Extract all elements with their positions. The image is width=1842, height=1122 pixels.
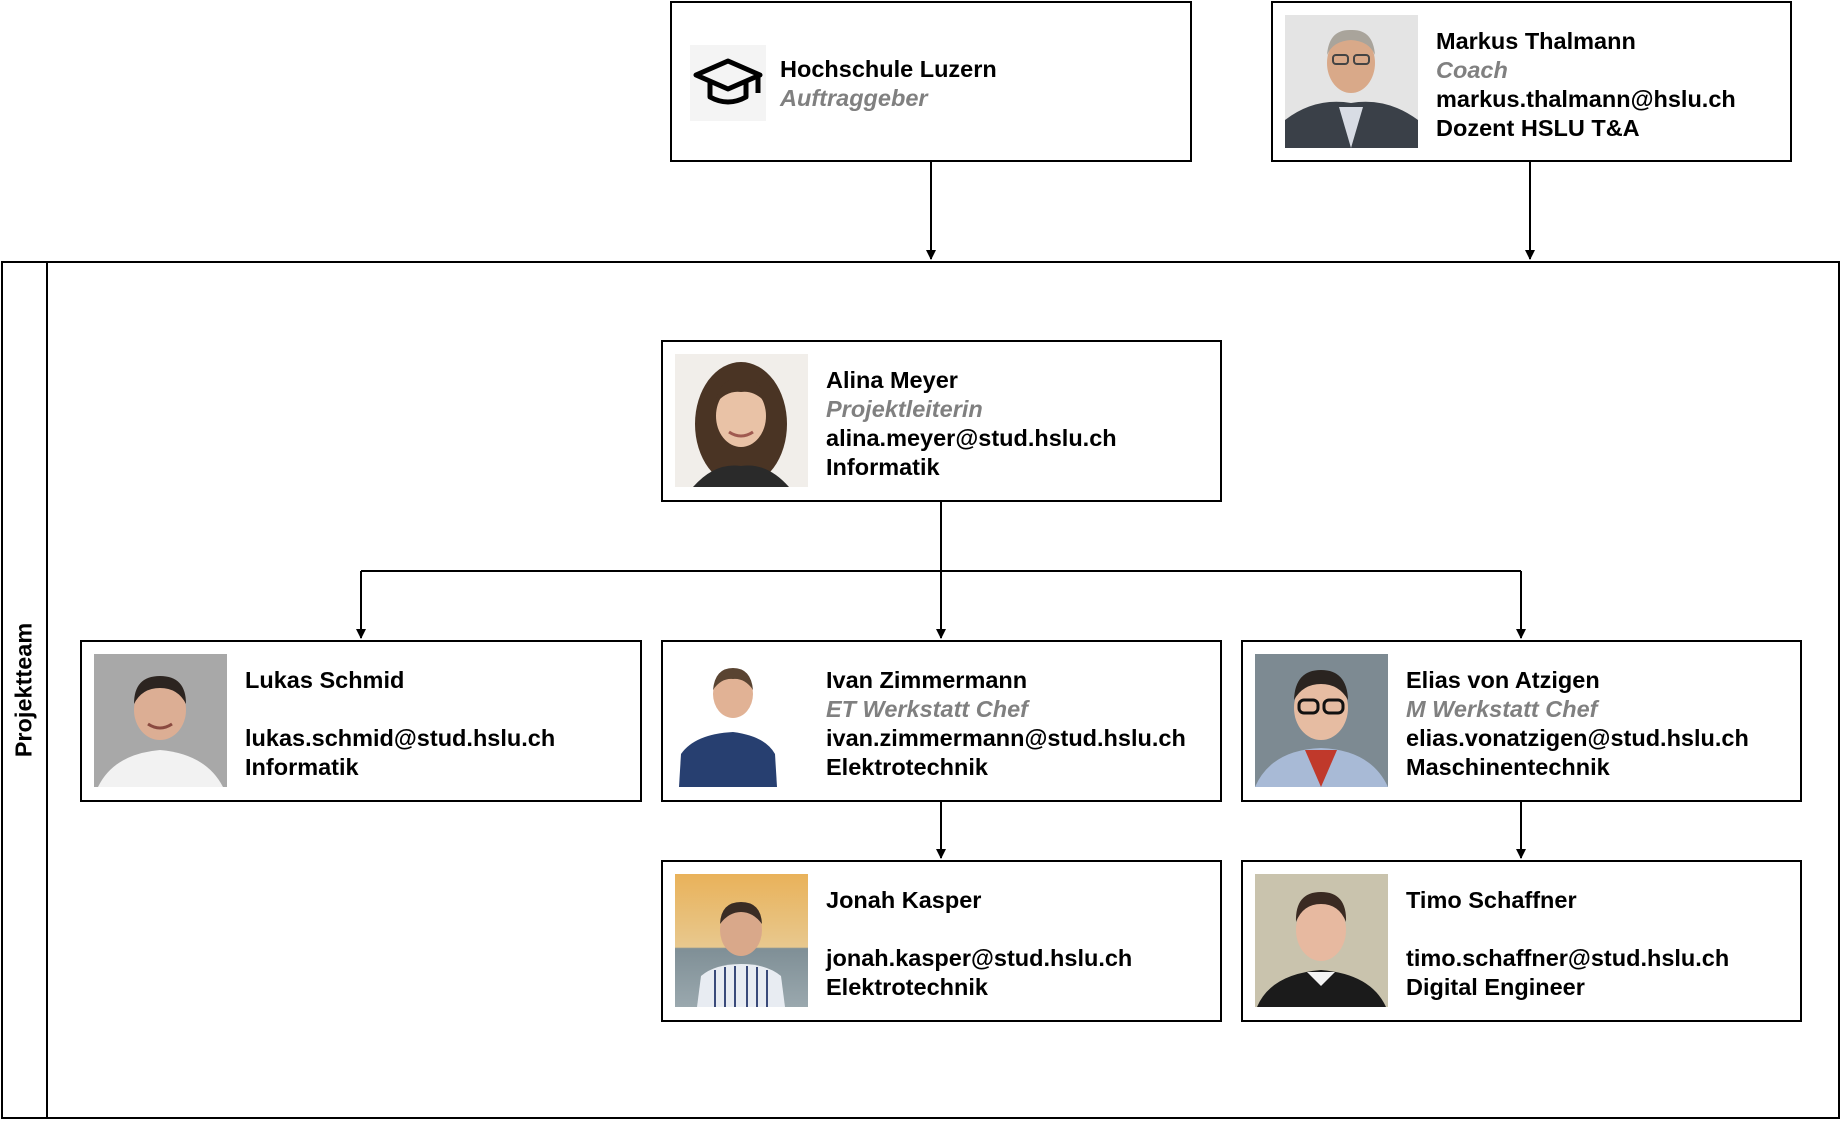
member-card-jonah-kasper: Jonah Kasper jonah.kasper@stud.hslu.ch E…: [661, 860, 1222, 1022]
member-department: Informatik: [245, 754, 359, 780]
project-team-label: Projektteam: [10, 622, 37, 758]
coach-email: markus.thalmann@hslu.ch: [1436, 86, 1736, 112]
member-name: Lukas Schmid: [245, 667, 405, 693]
member-name: Elias von Atzigen: [1406, 667, 1600, 693]
member-email: elias.vonatzigen@stud.hslu.ch: [1406, 725, 1749, 751]
graduation-cap-icon: [690, 45, 766, 121]
member-role: [826, 915, 1132, 944]
member-role: ET Werkstatt Chef: [826, 696, 1028, 722]
project-team-band: [1, 261, 48, 1119]
member-role: M Werkstatt Chef: [1406, 696, 1598, 722]
member-photo: [94, 654, 227, 787]
member-photo: [1255, 874, 1388, 1007]
member-email: timo.schaffner@stud.hslu.ch: [1406, 945, 1730, 971]
member-card-lukas-schmid: Lukas Schmid lukas.schmid@stud.hslu.ch I…: [80, 640, 642, 802]
coach-name: Markus Thalmann: [1436, 28, 1636, 54]
coach-card: Markus Thalmann Coach markus.thalmann@hs…: [1271, 1, 1792, 162]
member-email: ivan.zimmermann@stud.hslu.ch: [826, 725, 1186, 751]
member-department: Maschinentechnik: [1406, 754, 1610, 780]
lead-photo: [675, 354, 808, 487]
member-email: jonah.kasper@stud.hslu.ch: [826, 945, 1133, 971]
member-card-timo-schaffner: Timo Schaffner timo.schaffner@stud.hslu.…: [1241, 860, 1802, 1022]
lead-role: Projektleiterin: [826, 396, 983, 422]
coach-role: Coach: [1436, 57, 1508, 83]
member-card-elias-von-atzigen: Elias von Atzigen M Werkstatt Chef elias…: [1241, 640, 1802, 802]
client-name: Hochschule Luzern: [780, 56, 997, 82]
member-department: Elektrotechnik: [826, 754, 988, 780]
member-photo: [675, 654, 808, 787]
lead-card: Alina Meyer Projektleiterin alina.meyer@…: [661, 340, 1222, 502]
member-name: Timo Schaffner: [1406, 887, 1577, 913]
member-name: Jonah Kasper: [826, 887, 982, 913]
member-email: lukas.schmid@stud.hslu.ch: [245, 725, 556, 751]
member-department: Digital Engineer: [1406, 974, 1585, 1000]
member-role: [1406, 915, 1729, 944]
member-photo: [1255, 654, 1388, 787]
client-role: Auftraggeber: [780, 85, 928, 111]
client-card: Hochschule Luzern Auftraggeber: [670, 1, 1192, 162]
lead-department: Informatik: [826, 454, 940, 480]
coach-photo: [1285, 15, 1418, 148]
lead-name: Alina Meyer: [826, 367, 958, 393]
lead-email: alina.meyer@stud.hslu.ch: [826, 425, 1117, 451]
project-team-container: [1, 261, 1840, 1119]
coach-department: Dozent HSLU T&A: [1436, 115, 1640, 141]
member-card-ivan-zimmermann: Ivan Zimmermann ET Werkstatt Chef ivan.z…: [661, 640, 1222, 802]
member-name: Ivan Zimmermann: [826, 667, 1028, 693]
member-role: [245, 695, 555, 724]
member-department: Elektrotechnik: [826, 974, 988, 1000]
member-photo: [675, 874, 808, 1007]
